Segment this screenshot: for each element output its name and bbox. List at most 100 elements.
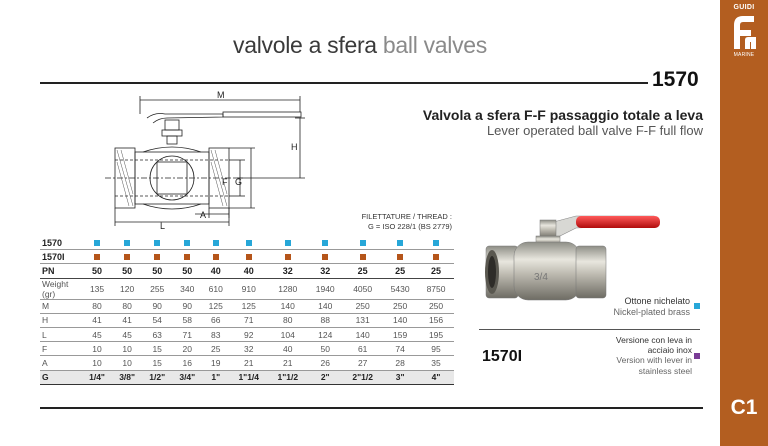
pn-value: 32 bbox=[307, 263, 344, 279]
dimension-value: 8750 bbox=[418, 278, 454, 300]
pn-label: PN bbox=[40, 263, 82, 279]
product-name-italian: Valvola a sfera F-F passaggio totale a l… bbox=[422, 107, 703, 123]
availability-cell bbox=[343, 249, 383, 265]
availability-square-icon bbox=[124, 239, 131, 246]
dimension-value: 28 bbox=[382, 355, 419, 371]
variant-code: 1570I bbox=[482, 348, 523, 365]
brand-logo-icon bbox=[734, 16, 756, 49]
dimension-value: 61 bbox=[343, 341, 383, 357]
availability-square-icon bbox=[433, 239, 440, 246]
availability-cell bbox=[268, 236, 308, 251]
availability-square-icon bbox=[322, 239, 329, 246]
availability-cell bbox=[172, 249, 203, 265]
availability-square-icon bbox=[245, 253, 252, 260]
dimension-value: 104 bbox=[268, 327, 308, 343]
dimension-value: 21 bbox=[268, 355, 308, 371]
availability-cell bbox=[202, 249, 230, 265]
variant-color-swatch bbox=[694, 353, 700, 359]
availability-square-icon bbox=[124, 253, 131, 260]
dimension-value: 95 bbox=[418, 341, 454, 357]
availability-square-icon bbox=[94, 239, 101, 246]
variant-row: 1570I bbox=[40, 249, 454, 265]
pn-value: 50 bbox=[142, 263, 173, 279]
pn-value: 50 bbox=[82, 263, 113, 279]
dimension-value: 35 bbox=[418, 355, 454, 371]
dimension-value: 71 bbox=[229, 313, 269, 328]
dimension-value: 16 bbox=[172, 355, 203, 371]
dimension-value: 80 bbox=[268, 313, 308, 328]
pn-value: 50 bbox=[172, 263, 203, 279]
variant-description: Versione con leva in acciaio inox Versio… bbox=[590, 335, 692, 376]
page-title: valvole a sfera ball valves bbox=[0, 32, 720, 59]
dim-label-g: G bbox=[235, 177, 242, 187]
thread-line-1: FILETTATURE / THREAD : bbox=[361, 212, 452, 221]
dimension-value: 140 bbox=[268, 299, 308, 314]
availability-square-icon bbox=[284, 239, 291, 246]
dim-label-m: M bbox=[217, 90, 225, 100]
variant-en-line-1: Version with lever in bbox=[616, 355, 692, 366]
availability-cell bbox=[229, 249, 269, 265]
dimension-value: 156 bbox=[418, 313, 454, 328]
dimension-value: 45 bbox=[112, 327, 143, 343]
dimension-value: 88 bbox=[307, 313, 344, 328]
dimension-value: 19 bbox=[202, 355, 230, 371]
dimension-value: 140 bbox=[307, 299, 344, 314]
pn-value: 40 bbox=[229, 263, 269, 279]
g-value: 1"1/2 bbox=[268, 369, 308, 385]
availability-cell bbox=[229, 236, 269, 251]
dim-label-f: F bbox=[222, 177, 228, 187]
dimension-label: H bbox=[40, 313, 82, 328]
dimension-value: 1940 bbox=[307, 278, 344, 300]
availability-square-icon bbox=[184, 253, 191, 260]
finish-italian: Ottone nichelato bbox=[624, 296, 690, 306]
brand-sidebar bbox=[720, 0, 768, 446]
dimension-value: 90 bbox=[142, 299, 173, 314]
dimension-value: 25 bbox=[202, 341, 230, 357]
pn-value: 50 bbox=[112, 263, 143, 279]
dimension-value: 15 bbox=[142, 355, 173, 371]
dimension-value: 140 bbox=[382, 313, 419, 328]
g-value: 4" bbox=[418, 369, 454, 385]
g-value: 3/8" bbox=[112, 369, 143, 385]
dimension-value: 40 bbox=[268, 341, 308, 357]
variant-it-line-1: Versione con leva in bbox=[615, 335, 692, 345]
dimension-value: 1280 bbox=[268, 278, 308, 300]
dimension-value: 131 bbox=[343, 313, 383, 328]
availability-cell bbox=[307, 236, 344, 251]
availability-cell bbox=[343, 236, 383, 251]
dim-label-h: H bbox=[291, 142, 298, 152]
dimension-value: 4050 bbox=[343, 278, 383, 300]
availability-cell bbox=[268, 249, 308, 265]
availability-square-icon bbox=[397, 253, 404, 260]
availability-square-icon bbox=[212, 239, 219, 246]
availability-square-icon bbox=[359, 253, 366, 260]
dimension-value: 255 bbox=[142, 278, 173, 300]
availability-cell bbox=[82, 249, 113, 265]
dimension-value: 45 bbox=[82, 327, 113, 343]
availability-cell bbox=[172, 236, 203, 251]
bottom-divider bbox=[40, 407, 703, 409]
dimension-value: 910 bbox=[229, 278, 269, 300]
dimension-label: A bbox=[40, 355, 82, 371]
pn-value: 25 bbox=[382, 263, 419, 279]
g-value: 1/2" bbox=[142, 369, 173, 385]
dimension-value: 5430 bbox=[382, 278, 419, 300]
availability-cell bbox=[112, 236, 143, 251]
dimension-value: 92 bbox=[229, 327, 269, 343]
variant-row: 1570 bbox=[40, 236, 454, 251]
availability-cell bbox=[82, 236, 113, 251]
dimension-value: 159 bbox=[382, 327, 419, 343]
dimension-value: 58 bbox=[172, 313, 203, 328]
title-english: ball valves bbox=[382, 32, 487, 58]
dimension-value: 140 bbox=[343, 327, 383, 343]
dimension-value: 90 bbox=[172, 299, 203, 314]
dimension-value: 120 bbox=[112, 278, 143, 300]
pn-value: 25 bbox=[343, 263, 383, 279]
